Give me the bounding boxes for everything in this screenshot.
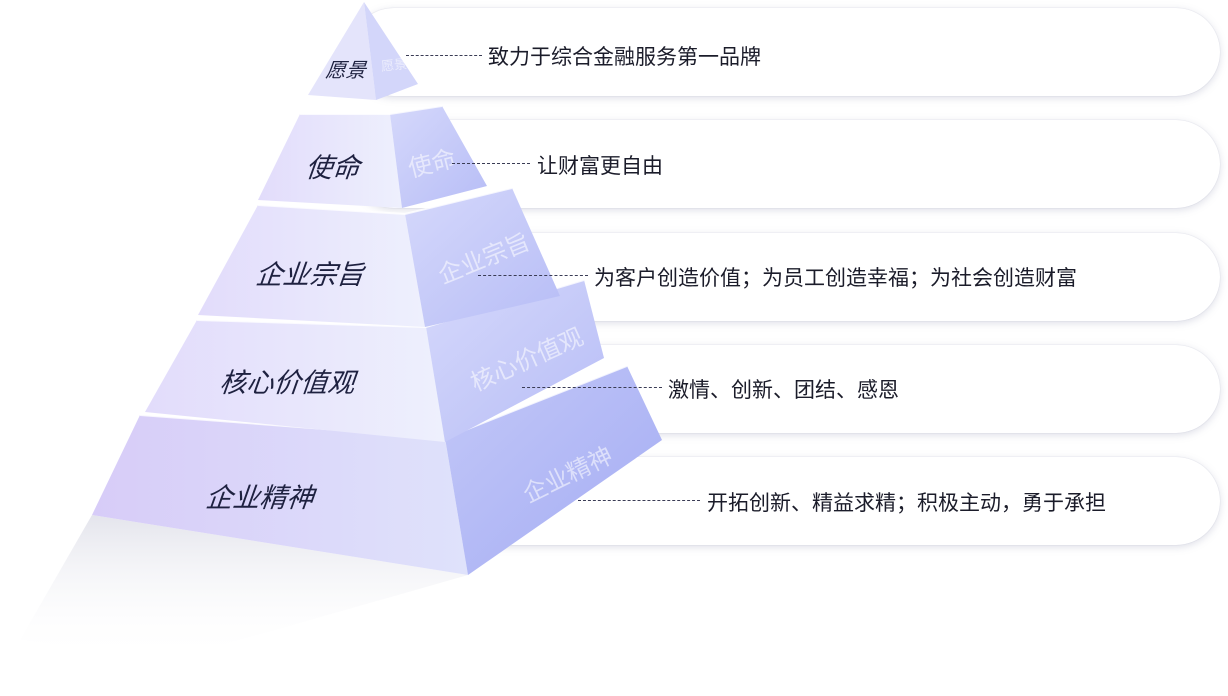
level-4-description: 激情、创新、团结、感恩 <box>668 378 899 402</box>
level-2-label: 使命 <box>304 153 362 184</box>
level-5-label: 企业精神 <box>204 483 316 514</box>
level-3-label: 企业宗旨 <box>254 260 366 291</box>
level-5-front <box>92 415 468 575</box>
level-2-side <box>390 106 487 208</box>
level-1-connector <box>406 55 482 56</box>
level-3-front <box>198 205 425 327</box>
level-5-description: 开拓创新、精益求精；积极主动，勇于承担 <box>707 491 1106 515</box>
level-1-description: 致力于综合金融服务第一品牌 <box>488 45 761 69</box>
level-4-side <box>426 280 604 442</box>
level-1-side <box>364 2 418 100</box>
level-4-connector <box>522 387 662 388</box>
level-1-label: 愿景 <box>324 58 368 82</box>
level-2-description: 让财富更自由 <box>537 154 663 178</box>
pyramid-shadow <box>20 515 468 660</box>
level-1-front <box>308 2 376 100</box>
level-5-side <box>445 366 662 575</box>
level-1-side-label: 愿景 <box>380 57 408 75</box>
level-3-connector <box>478 275 588 276</box>
level-3-side <box>405 188 560 327</box>
level-2-front <box>258 114 402 208</box>
description-card-vision <box>350 8 1220 96</box>
level-4-front <box>145 320 445 442</box>
level-3-description: 为客户创造价值；为员工创造幸福；为社会创造财富 <box>594 266 1077 290</box>
level-4-label: 核心价值观 <box>218 368 357 399</box>
level-2-connector <box>452 163 530 164</box>
pyramid-diagram <box>20 2 662 660</box>
level-5-connector <box>578 500 700 501</box>
